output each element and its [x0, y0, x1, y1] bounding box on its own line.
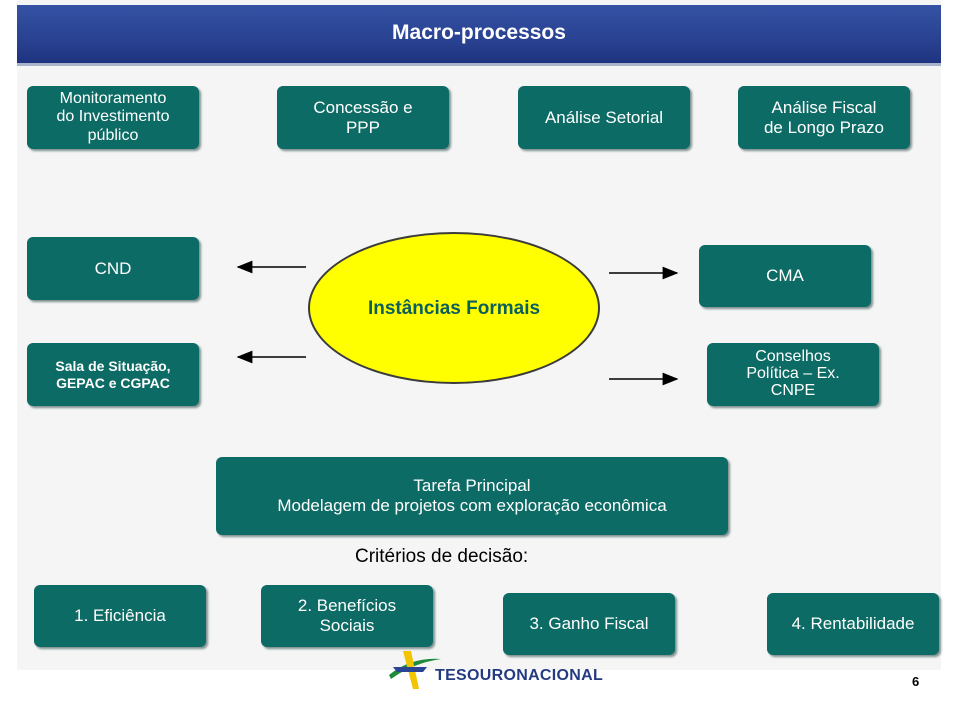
page-number: 6 [912, 674, 920, 689]
box-analise-fiscal: Análise Fiscal de Longo Prazo [738, 86, 910, 149]
box-monitoramento: Monitoramento do Investimento público [27, 86, 199, 149]
slide-title: Macro-processos [392, 21, 566, 44]
box-sala-de-situacao: Sala de Situação, GEPAC e CGPAC [27, 343, 199, 406]
logo-text: TESOURONACIONAL [435, 667, 604, 684]
box-analise-setorial: Análise Setorial [518, 86, 690, 149]
instancias-formais-label: Instâncias Formais [367, 298, 541, 319]
instancias-formais-ellipse [308, 232, 600, 384]
box-cma: CMA [699, 245, 871, 307]
criteria-title: Critérios de decisão: [355, 546, 529, 567]
tesouro-nacional-logo: TESOURONACIONAL [383, 645, 603, 693]
box-beneficios-sociais: 2. Benefícios Sociais [261, 585, 433, 647]
header-divider [17, 63, 941, 66]
box-rentabilidade: 4. Rentabilidade [767, 593, 939, 655]
box-conselhos: Conselhos Política – Ex. CNPE [707, 343, 879, 406]
box-concessao-ppp: Concessão e PPP [277, 86, 449, 149]
logo-mark-icon [389, 651, 441, 689]
box-cnd: CND [27, 237, 199, 300]
box-ganho-fiscal: 3. Ganho Fiscal [503, 593, 675, 655]
box-eficiencia: 1. Eficiência [34, 585, 206, 647]
header-bar: Macro-processos [17, 5, 941, 63]
box-tarefa-principal: Tarefa Principal Modelagem de projetos c… [216, 457, 728, 535]
